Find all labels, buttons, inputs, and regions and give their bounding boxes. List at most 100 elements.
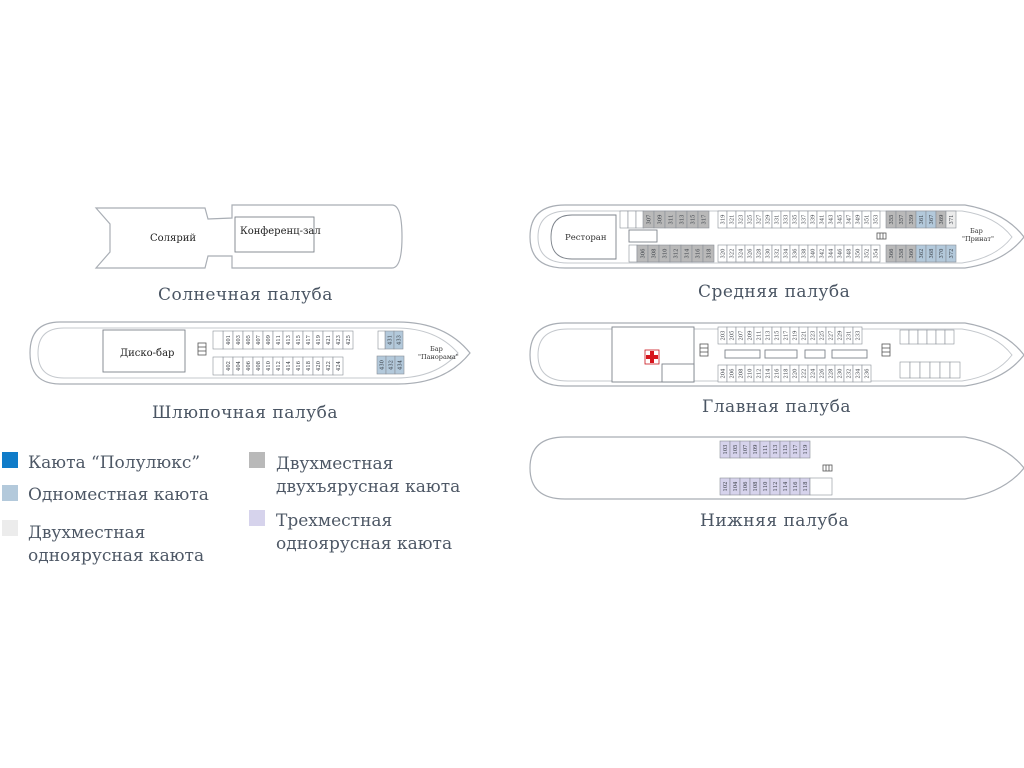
cabin-number: 418 bbox=[306, 361, 312, 371]
cabin-372 bbox=[945, 244, 957, 263]
cabin-318 bbox=[702, 244, 715, 263]
cabin-empty bbox=[944, 329, 955, 345]
cabin-number: 328 bbox=[756, 249, 762, 259]
cabin-number: 106 bbox=[743, 482, 749, 492]
cabin-number: 105 bbox=[733, 445, 739, 455]
cabin-number: 212 bbox=[756, 369, 762, 379]
cabin-number: 430 bbox=[379, 360, 385, 370]
cabin-number: 369 bbox=[939, 215, 945, 225]
cabin-number: 321 bbox=[729, 215, 735, 225]
cabin-number: 234 bbox=[855, 368, 861, 379]
cabin-number: 422 bbox=[326, 361, 332, 371]
cabin-number: 342 bbox=[819, 249, 825, 259]
cabin-empty bbox=[899, 361, 911, 379]
cabin-number: 351 bbox=[864, 215, 870, 225]
private-bar-label-2: "Принат" bbox=[962, 235, 994, 243]
lower-deck-outline bbox=[529, 436, 1024, 500]
cabin-number: 203 bbox=[720, 331, 726, 341]
cabin-number: 424 bbox=[336, 360, 342, 371]
cabin-number: 225 bbox=[819, 331, 825, 341]
cabin-number: 107 bbox=[743, 445, 749, 455]
cabin-number: 358 bbox=[899, 249, 905, 259]
cabin-number: 412 bbox=[276, 361, 282, 371]
cabin-number: 110 bbox=[763, 482, 769, 492]
boat-deck-stairs bbox=[197, 342, 207, 356]
cabin-number: 228 bbox=[828, 369, 834, 379]
cabin-number: 310 bbox=[662, 249, 668, 259]
legend-double-one-tier-label-1: Двухместная bbox=[28, 523, 145, 543]
cabin-number: 221 bbox=[801, 331, 807, 341]
cabin-number: 329 bbox=[765, 215, 771, 225]
cabin-371 bbox=[945, 210, 957, 229]
restaurant-room bbox=[550, 214, 617, 260]
cabin-number: 210 bbox=[747, 369, 753, 379]
cabin-number: 205 bbox=[729, 331, 735, 341]
cabin-number: 408 bbox=[256, 361, 262, 371]
private-bar-label-1: Бар bbox=[970, 227, 983, 235]
cabin-number: 220 bbox=[792, 369, 798, 379]
cabin-number: 209 bbox=[747, 331, 753, 341]
cabin-number: 326 bbox=[747, 249, 753, 259]
cabin-number: 316 bbox=[695, 249, 701, 259]
cabin-empty bbox=[929, 361, 941, 379]
cabin-number: 227 bbox=[828, 331, 834, 341]
cabin-number: 117 bbox=[793, 445, 799, 455]
cabin-number: 402 bbox=[226, 361, 232, 371]
legend-double-two-tier-label-1: Двухместная bbox=[276, 454, 393, 474]
cabin-233 bbox=[852, 326, 863, 345]
cabin-number: 410 bbox=[266, 361, 272, 371]
cabin-number: 359 bbox=[909, 215, 915, 225]
boat-deck-title: Шлюпочная палуба bbox=[152, 403, 338, 423]
cabin-number: 315 bbox=[690, 215, 696, 225]
cabin-number: 343 bbox=[828, 215, 834, 225]
panorama-bar-label-1: Бар bbox=[430, 345, 443, 353]
sun-deck: Солярий Конференц-зал Солнечная палуба bbox=[94, 204, 403, 305]
legend-swatch-polulux bbox=[2, 452, 18, 468]
cabin-number: 401 bbox=[226, 335, 232, 345]
legend-swatch-double-two-tier bbox=[249, 452, 265, 468]
medical-corridor bbox=[661, 363, 695, 383]
cabin-number: 311 bbox=[668, 215, 674, 225]
cabin-number: 233 bbox=[855, 331, 861, 341]
cabin-empty bbox=[628, 244, 638, 263]
cabin-empty bbox=[919, 361, 931, 379]
cabin-number: 113 bbox=[773, 445, 779, 455]
cabin-number: 236 bbox=[864, 369, 870, 379]
cabin-number: 423 bbox=[336, 335, 342, 345]
cabin-empty bbox=[212, 356, 224, 376]
cabin-number: 420 bbox=[316, 361, 322, 371]
main-deck-stairs-fore bbox=[881, 343, 891, 357]
cabin-number: 334 bbox=[783, 248, 789, 259]
cabin-empty bbox=[908, 329, 919, 345]
cabin-number: 208 bbox=[738, 369, 744, 379]
cabin-empty bbox=[935, 329, 946, 345]
cabin-number: 406 bbox=[246, 361, 252, 371]
cabin-number: 229 bbox=[837, 331, 843, 341]
restaurant-label: Ресторан bbox=[565, 233, 607, 243]
cabin-empty bbox=[809, 477, 833, 496]
cabin-number: 425 bbox=[346, 335, 352, 345]
legend-double-two-tier-label-2: двухъярусная каюта bbox=[276, 477, 460, 497]
cabin-424 bbox=[332, 356, 344, 376]
main-deck-center-blocks bbox=[724, 349, 868, 359]
cabin-number: 434 bbox=[397, 359, 403, 370]
cabin-number: 353 bbox=[873, 215, 879, 225]
cabin-236 bbox=[861, 364, 872, 383]
main-deck-fore-cabins bbox=[899, 329, 961, 379]
cabin-number: 309 bbox=[657, 215, 663, 225]
cabin-number: 116 bbox=[793, 482, 799, 492]
cabin-empty bbox=[926, 329, 937, 345]
cabin-number: 223 bbox=[810, 331, 816, 341]
cabin-number: 416 bbox=[296, 361, 302, 371]
cabin-number: 114 bbox=[783, 481, 789, 492]
cabin-number: 314 bbox=[684, 248, 690, 259]
cabin-number: 431 bbox=[387, 335, 393, 345]
cabin-empty bbox=[619, 210, 629, 229]
middle-deck-stairs bbox=[876, 232, 887, 240]
